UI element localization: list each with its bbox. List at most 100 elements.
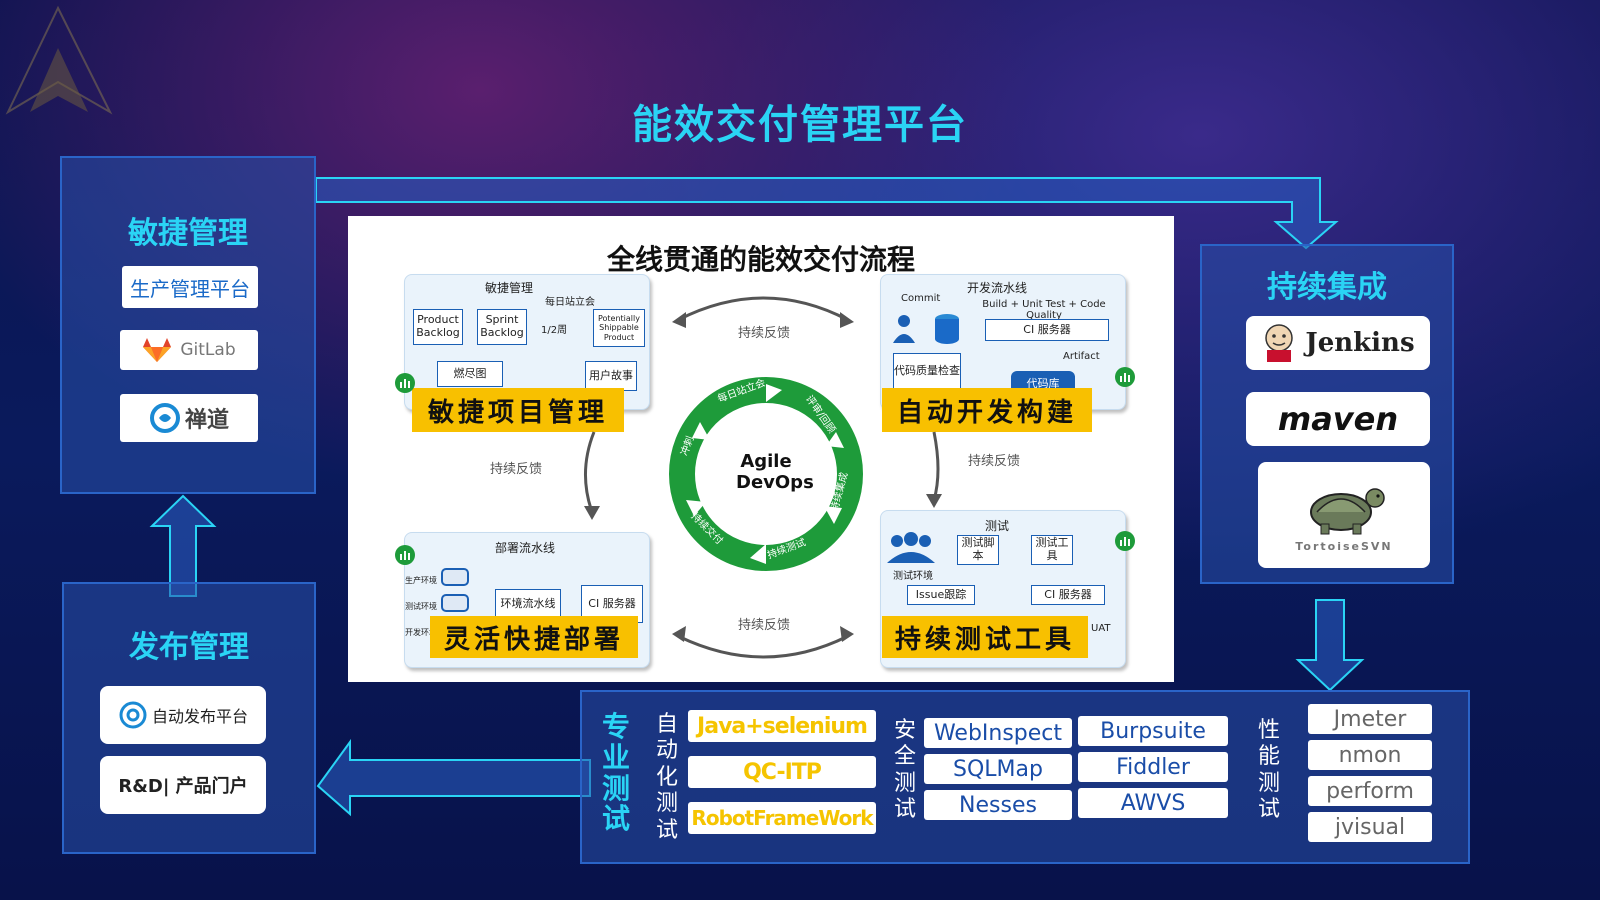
sec-char-2: 全 (893, 744, 916, 770)
page-title: 能效交付管理平台 (632, 102, 968, 148)
product-portal-button[interactable]: R&D| 产品门户 (100, 756, 266, 814)
fiddler-button[interactable]: Fiddler (1078, 752, 1228, 782)
fast-deploy-label: 灵活快捷部署 (430, 616, 638, 658)
sqlmap-button[interactable]: SQLMap (924, 754, 1072, 784)
sprint-backlog-box: Sprint Backlog (477, 309, 527, 345)
stat-icon (1115, 367, 1135, 387)
awvs-button[interactable]: AWVS (1078, 788, 1228, 818)
jenkins-label: Jenkins (1305, 328, 1415, 358)
tortoise-icon (1310, 487, 1385, 534)
agile-standup-label: 每日站立会 (545, 297, 595, 308)
flow-title: 全线贯通的能效交付流程 (606, 243, 915, 276)
title-char-1: 专 (601, 710, 630, 743)
test-box-heading: 测试 (985, 519, 1010, 533)
auto-char-1: 自 (655, 712, 678, 737)
release-platform-icon (119, 701, 147, 729)
awvs-label: AWVS (1120, 790, 1186, 816)
sec-char-3: 测 (893, 770, 916, 796)
java-selenium-label: Java+selenium (697, 713, 868, 739)
developer-icon (893, 315, 915, 343)
perf-char-1: 性 (1257, 718, 1280, 743)
delivery-flow-card: 全线贯通的能效交付流程 敏捷管理 每日站立会 Product Backlog S… (348, 216, 1174, 682)
feedback-label-left: 持续反馈 (490, 462, 543, 477)
title-char-4: 试 (601, 802, 630, 836)
title-char-2: 业 (601, 740, 630, 774)
feedback-arrows (584, 296, 942, 659)
dev-box: 开发流水线 Commit Build + Unit Test + Code Qu… (880, 274, 1126, 410)
gitlab-button[interactable]: GitLab (120, 330, 258, 370)
jenkins-button[interactable]: Jenkins (1246, 316, 1430, 370)
release-panel-title: 发布管理 (129, 630, 249, 665)
feedback-label-bottom: 持续反馈 (738, 618, 791, 633)
perform-button[interactable]: perform (1308, 776, 1432, 806)
sec-char-4: 试 (893, 797, 916, 823)
burpsuite-label: Burpsuite (1100, 718, 1206, 744)
product-backlog-box: Product Backlog (413, 309, 463, 345)
jvisual-button[interactable]: jvisual (1308, 812, 1432, 842)
maven-button[interactable]: maven (1246, 392, 1430, 446)
zentao-icon (149, 403, 180, 433)
testers-icon (887, 532, 935, 563)
gitlab-icon (143, 338, 172, 362)
issue-tracking-box: Issue跟踪 (907, 585, 975, 605)
test-script-box: 测试脚本 (957, 535, 999, 565)
agile-project-label: 敏捷项目管理 (412, 388, 624, 432)
build-label: Build + Unit Test + Code Quality (982, 299, 1106, 321)
continuous-test-label: 持续测试工具 (882, 616, 1088, 658)
artifact-label: Artifact (1063, 351, 1100, 362)
title-char-3: 测 (601, 771, 630, 805)
auto-build-label: 自动开发构建 (882, 388, 1092, 432)
code-db-icon (935, 314, 959, 344)
env-prod-label: 生产环境 (405, 576, 437, 585)
cycle-center-line1: Agile (740, 451, 792, 472)
security-test-label: 安 全 测 试 (890, 718, 920, 824)
fiddler-label: Fiddler (1116, 754, 1190, 780)
nmon-button[interactable]: nmon (1308, 740, 1432, 770)
burpsuite-button[interactable]: Burpsuite (1078, 716, 1228, 746)
tortoisesvn-button[interactable]: TortoiseSVN (1258, 462, 1430, 568)
stat-icon (395, 545, 415, 565)
devops-cycle (669, 377, 863, 571)
env-dev-label: 开发环境 (405, 628, 437, 637)
jmeter-label: Jmeter (1333, 706, 1407, 732)
auto-char-4: 测 (655, 791, 678, 817)
jenkins-icon (1265, 324, 1294, 362)
testing-panel: 专 业 测 试 自 动 化 测 试 Java+selenium QC-ITP R… (580, 690, 1470, 864)
jvisual-label: jvisual (1334, 814, 1406, 840)
java-selenium-button[interactable]: Java+selenium (688, 710, 876, 742)
shippable-product-box: Potentially Shippable Product (593, 309, 645, 347)
feedback-label-top: 持续反馈 (738, 326, 791, 341)
auto-release-platform-label: 自动发布平台 (151, 707, 248, 726)
auto-char-3: 化 (655, 764, 678, 790)
sec-char-1: 安 (893, 718, 916, 743)
period-label: 1/2周 (541, 325, 568, 336)
webinspect-button[interactable]: WebInspect (924, 718, 1072, 748)
logo-icon (5, 5, 113, 115)
production-platform-button[interactable]: 生产管理平台 (122, 266, 258, 308)
code-quality-box: 代码质量检查 (893, 353, 961, 389)
perf-test-label: 性 能 测 试 (1254, 718, 1284, 824)
burndown-box: 燃尽图 (437, 361, 503, 387)
test-ci-server-box: CI 服务器 (1031, 585, 1105, 605)
sqlmap-label: SQLMap (953, 756, 1043, 782)
deploy-box-heading: 部署流水线 (495, 541, 556, 555)
agile-box-heading: 敏捷管理 (485, 281, 534, 295)
test-tool-box: 测试工具 (1031, 535, 1073, 565)
robotframework-button[interactable]: RobotFrameWork (688, 802, 876, 834)
maven-label: maven (1277, 400, 1399, 438)
nesses-label: Nesses (959, 792, 1037, 818)
auto-release-platform-button[interactable]: 自动发布平台 (100, 686, 266, 744)
perf-char-2: 能 (1257, 744, 1280, 770)
release-panel: 发布管理 自动发布平台 R&D| 产品门户 (62, 582, 316, 854)
auto-char-5: 试 (655, 817, 678, 843)
test-env-label: 测试环境 (893, 571, 933, 582)
zentao-button[interactable]: 禅道 (120, 394, 258, 442)
qc-itp-button[interactable]: QC-ITP (688, 756, 876, 788)
zentao-label: 禅道 (184, 408, 229, 433)
webinspect-label: WebInspect (933, 720, 1063, 746)
nesses-button[interactable]: Nesses (924, 790, 1072, 820)
agile-box: 敏捷管理 每日站立会 Product Backlog Sprint Backlo… (404, 274, 650, 410)
production-platform-label: 生产管理平台 (130, 276, 250, 301)
jmeter-button[interactable]: Jmeter (1308, 704, 1432, 734)
env-test-label: 测试环境 (405, 602, 437, 611)
